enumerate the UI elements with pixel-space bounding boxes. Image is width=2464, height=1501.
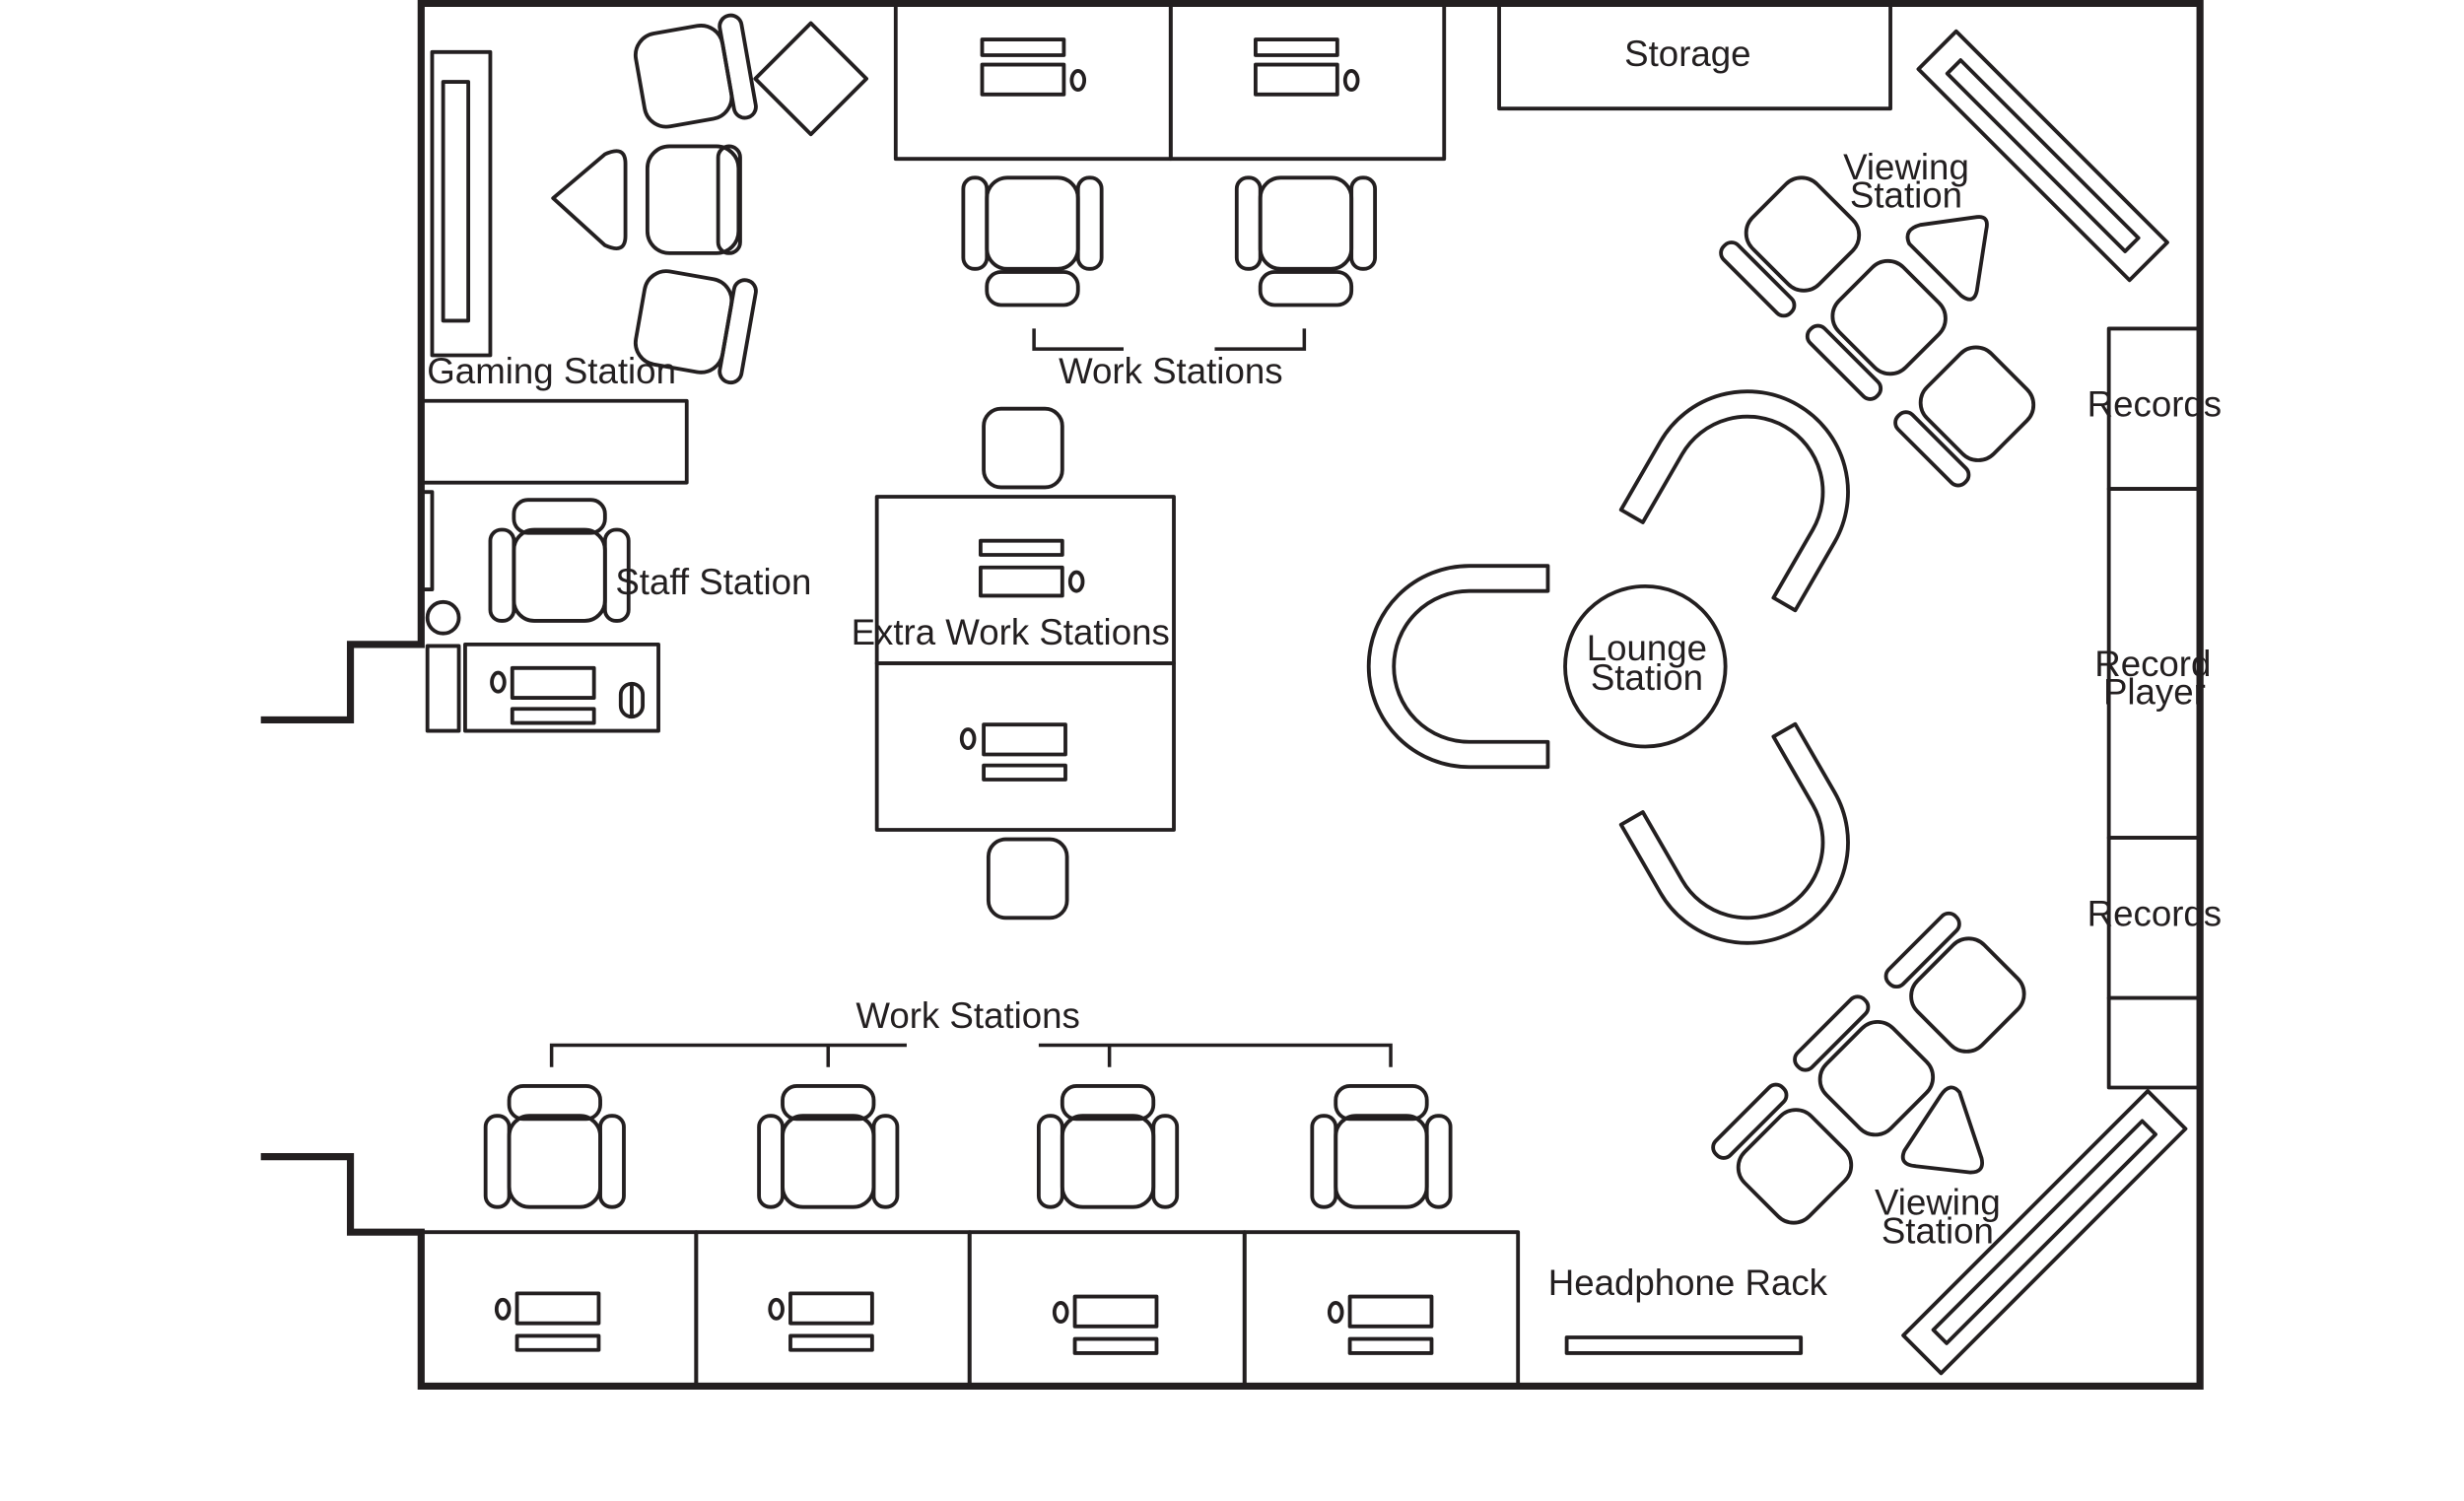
monitor-keyboard-mouse: [980, 37, 1087, 97]
tv-screen: [1945, 58, 2141, 253]
storage-cabinet: [1497, 3, 1892, 111]
viewing-station-bottom-label-1: Viewing: [1875, 1183, 2001, 1223]
records-bottom-label: Records: [2088, 893, 2223, 933]
counter: [419, 398, 689, 485]
desk: [1242, 1230, 1521, 1389]
keyboard: [978, 565, 1064, 598]
corner-table: [1905, 215, 1989, 302]
label-bracket: [1032, 328, 1307, 351]
lounge-chair: [1618, 352, 1887, 613]
tv-screen: [1931, 1119, 2157, 1345]
office-chair: [1036, 1083, 1180, 1209]
lounge-station: Lounge Station: [1366, 352, 1887, 983]
headphone-rack-label: Headphone Rack: [1548, 1262, 1828, 1303]
desk: [694, 1230, 972, 1389]
office-chair: [757, 1083, 900, 1209]
keyboard-monitor-mouse: [494, 1291, 601, 1352]
viewing-station-top-label-1: Viewing: [1843, 147, 1969, 187]
records-top-label: Records: [2088, 384, 2223, 425]
shelf-unit: [2106, 995, 2201, 1090]
corner-table: [551, 149, 628, 250]
desk: [874, 661, 1176, 832]
viewing-station-bottom-label-2: Station: [1882, 1210, 1994, 1251]
desk: [893, 3, 1173, 162]
tv-screen: [441, 80, 471, 323]
gaming-station: Gaming Station: [427, 13, 868, 391]
gaming-seat: [633, 269, 758, 385]
keyboard: [510, 665, 596, 701]
record-player-label-1: Record: [2094, 644, 2211, 684]
staff-station-label: Staff Station: [615, 562, 811, 602]
stool: [982, 406, 1064, 490]
work-stations-top-label: Work Stations: [1059, 351, 1283, 391]
monitor: [982, 763, 1067, 782]
desk: [1168, 3, 1447, 162]
office-chair: [1234, 175, 1378, 307]
headphone-rack: [1564, 1335, 1804, 1355]
lounge-station-label-1: Lounge: [1587, 628, 1707, 668]
gaming-station-label: Gaming Station: [427, 351, 676, 391]
extra-work-stations: Extra Work Stations: [852, 406, 1176, 921]
storage-label: Storage: [1624, 34, 1750, 74]
side-table: [753, 21, 868, 137]
stool: [425, 599, 461, 636]
office-chair: [483, 1083, 626, 1209]
round-table: [1563, 583, 1728, 749]
stool: [986, 837, 1069, 921]
desk: [419, 1230, 699, 1389]
viewing-station-bottom: Viewing Station: [1707, 907, 2188, 1376]
staff-desk: [463, 642, 660, 733]
lounge-station-label-2: Station: [1591, 657, 1703, 698]
bottom-work-stations: Work Stations: [419, 995, 1521, 1389]
gaming-seat: [645, 144, 742, 255]
viewing-seat: [1707, 1078, 1863, 1234]
tv-console: [1916, 29, 2169, 283]
monitor: [978, 538, 1064, 557]
viewing-seat: [1715, 167, 1871, 322]
staff-station: Staff Station: [419, 398, 811, 733]
records-shelf: Records Record Player Records: [2088, 326, 2223, 1090]
keyboard-monitor-mouse: [1327, 1294, 1434, 1355]
keyboard: [982, 722, 1067, 757]
lounge-chair: [1366, 564, 1550, 770]
record-player-label-2: Player: [2103, 671, 2206, 712]
gaming-seat: [633, 13, 758, 129]
keyboard-monitor-mouse: [1052, 1294, 1159, 1355]
mouse: [490, 670, 507, 694]
extra-work-stations-label: Extra Work Stations: [852, 612, 1170, 652]
viewing-station-top: Viewing Station: [1715, 29, 2169, 492]
work-stations-bottom-label: Work Stations: [856, 995, 1080, 1036]
office-chair: [1310, 1083, 1453, 1209]
monitor: [510, 707, 596, 725]
mouse: [959, 727, 977, 751]
office-chair: [961, 175, 1104, 307]
tv-console: [1901, 1089, 2188, 1376]
tv-console: [430, 49, 493, 358]
viewing-station-top-label-2: Station: [1850, 175, 1962, 216]
keyboard-monitor-mouse: [768, 1291, 874, 1352]
lounge-chair: [1618, 721, 1887, 983]
corner-table: [1900, 1085, 1984, 1175]
top-work-stations: Work Stations: [893, 3, 1447, 391]
staff-chair: [488, 498, 631, 623]
mouse: [1067, 570, 1085, 593]
cabinet: [425, 644, 461, 733]
monitor-keyboard-mouse: [1254, 37, 1360, 97]
wall-panel: [419, 490, 435, 591]
desk: [967, 1230, 1247, 1389]
